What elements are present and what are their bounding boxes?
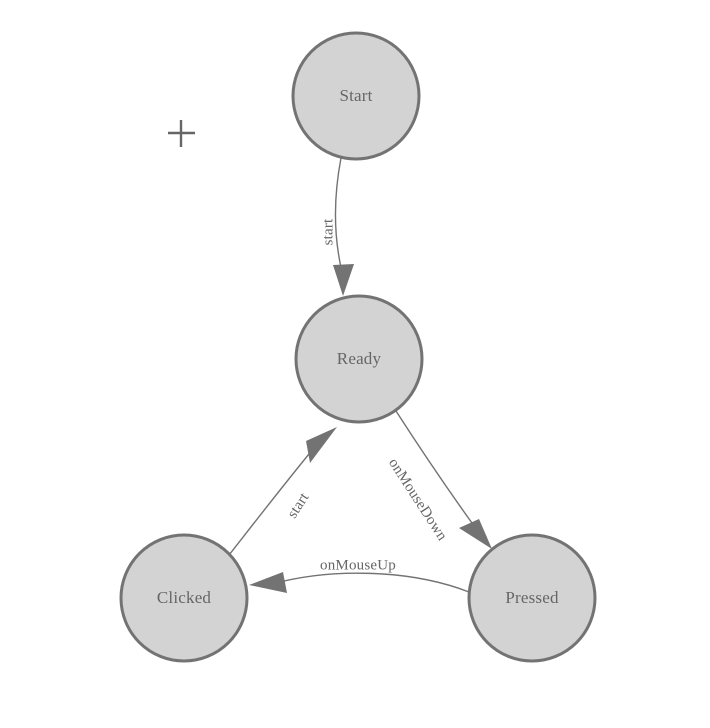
edge-pressed-to-clicked[interactable]: onMouseUp <box>249 557 470 593</box>
edge-start-to-ready-path <box>334 157 343 273</box>
edge-pressed-to-clicked-label: onMouseUp <box>320 557 396 573</box>
edge-ready-to-pressed-arrowhead <box>459 519 492 549</box>
node-clicked-circle[interactable] <box>119 533 249 663</box>
node-start-label: Start <box>339 86 372 105</box>
edge-ready-to-pressed[interactable]: onMouseDown <box>385 410 492 549</box>
node-ready-label: Ready <box>337 349 382 368</box>
node-start[interactable]: Start <box>291 31 421 161</box>
edge-clicked-to-ready-path <box>228 442 319 556</box>
edge-pressed-to-clicked-arrowhead <box>249 572 287 593</box>
node-clicked-label: Clicked <box>157 588 212 607</box>
edge-clicked-to-ready-label: start <box>285 490 313 522</box>
edge-start-to-ready-label: start <box>320 218 336 245</box>
edge-start-to-ready[interactable]: start <box>320 157 354 296</box>
edge-pressed-to-clicked-path <box>271 572 470 593</box>
node-pressed-circle[interactable] <box>467 533 597 663</box>
node-start-circle[interactable] <box>291 31 421 161</box>
crosshair-icon <box>168 120 195 147</box>
node-ready-circle[interactable] <box>294 294 424 424</box>
node-ready[interactable]: Ready <box>294 294 424 424</box>
node-clicked[interactable]: Clicked <box>119 533 249 663</box>
edge-clicked-to-ready[interactable]: start <box>228 427 337 556</box>
node-pressed[interactable]: Pressed <box>467 533 597 663</box>
edge-clicked-to-ready-arrowhead <box>306 427 337 463</box>
edge-ready-to-pressed-label: onMouseDown <box>385 456 450 544</box>
node-pressed-label: Pressed <box>505 588 559 607</box>
edge-start-to-ready-arrowhead <box>333 264 354 296</box>
